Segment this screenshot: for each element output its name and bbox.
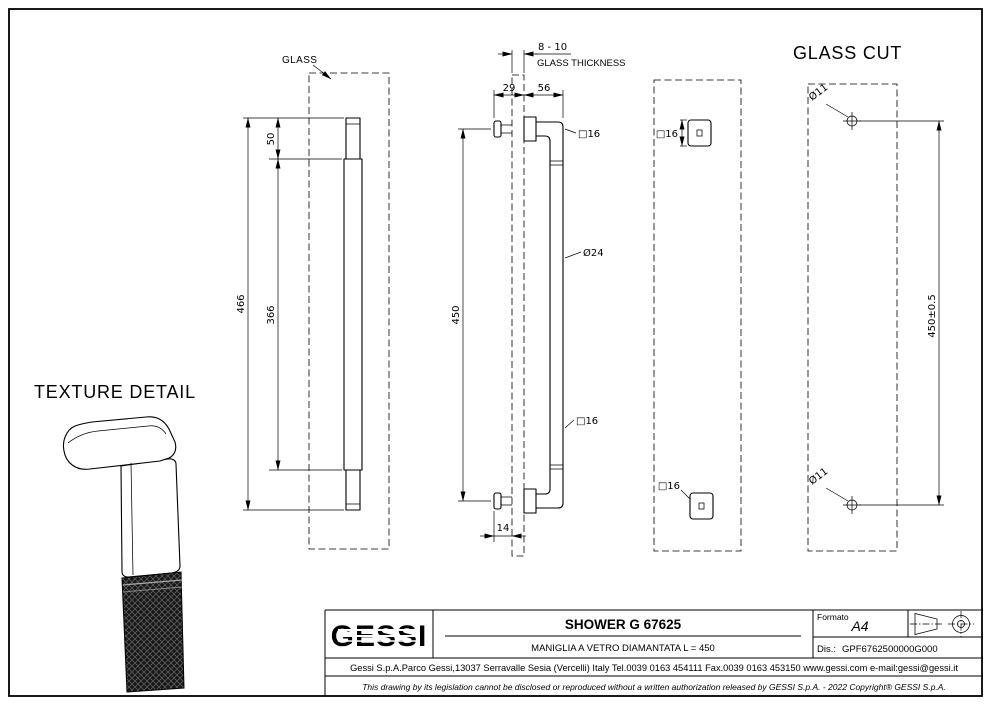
handle-vertical-arm-3d [120, 458, 181, 578]
front-view: 8 - 10 GLASS THICKNESS 29 56 450 14 □16 … [451, 42, 626, 557]
dim-50: 50 [266, 133, 277, 146]
glass-panel-outline [308, 72, 390, 550]
side-view-dimensions: 466 366 50 [236, 117, 344, 511]
dim-29: 29 [503, 83, 516, 94]
bottom-screw-cap [493, 492, 502, 510]
dim-square16-mid: □16 [576, 416, 598, 427]
gessi-logo: GESSI [331, 620, 427, 653]
product-description: MANIGLIA A VETRO DIAMANTATA L = 450 [531, 643, 715, 654]
glass-cut-heading: GLASS CUT [793, 43, 902, 63]
plate-top-hole [696, 129, 703, 137]
plate-view: □16 □16 [653, 79, 742, 552]
handle-bottom-section [345, 469, 361, 511]
legal-line: This drawing by its legislation cannot b… [362, 682, 946, 692]
knurled-grip-texture [121, 571, 185, 693]
handle-outer-contour [535, 121, 564, 509]
mounting-plate-top [687, 119, 712, 147]
front-view-dimensions: 8 - 10 GLASS THICKNESS 29 56 450 14 □16 … [451, 42, 626, 542]
handle-grip-section [343, 158, 363, 471]
dim-d11-top: Ø11 [807, 81, 831, 103]
formato-value: A4 [850, 618, 868, 634]
dim-8-10: 8 - 10 [538, 42, 567, 53]
company-line: Gessi S.p.A.Parco Gessi,13037 Serravalle… [350, 663, 958, 673]
top-screw-cap [493, 120, 502, 138]
dim-56: 56 [538, 83, 551, 94]
side-view: 466 366 50 [236, 72, 390, 550]
glass-thickness-label: GLASS THICKNESS [537, 58, 626, 69]
glass-callout: GLASS [282, 55, 332, 80]
dis-value: GPF6762500000G000 [842, 644, 938, 655]
texture-detail: TEXTURE DETAIL [34, 382, 196, 693]
top-flange [523, 116, 537, 142]
mounting-plate-bottom [689, 492, 714, 520]
drill-hole-top: Ø11 [807, 81, 861, 130]
dim-450: 450 [451, 305, 462, 324]
title-block: GESSI SHOWER G 67625 MANIGLIA A VETRO DI… [324, 609, 983, 696]
dim-d11-bottom: Ø11 [807, 465, 831, 487]
dim-450-tol: 450±0.5 [927, 294, 938, 337]
dim-d24: Ø24 [583, 247, 604, 259]
projection-cone-icon [914, 613, 938, 635]
drill-hole-bottom: Ø11 [807, 465, 861, 514]
bottom-flange [523, 488, 537, 514]
dim-square16-plate-top: □16 [656, 129, 678, 140]
dim-466: 466 [236, 294, 247, 313]
handle-horizontal-arm-3d [62, 416, 177, 470]
sheet-frame [8, 8, 983, 697]
projection-symbol [910, 611, 974, 637]
dim-14: 14 [497, 523, 510, 534]
dim-366: 366 [266, 305, 277, 324]
glass-panel-outline-2 [653, 79, 742, 552]
texture-detail-heading: TEXTURE DETAIL [34, 382, 196, 402]
glass-cut-view: GLASS CUT Ø11 Ø11 450±0.5 [793, 43, 944, 552]
dim-square16-top: □16 [578, 129, 600, 140]
texture-detail-sketch [62, 416, 185, 693]
title-block-grid [324, 609, 983, 696]
glass-label: GLASS [282, 55, 317, 66]
handle-inner-contour [535, 135, 551, 495]
product-code: SHOWER G 67625 [565, 617, 682, 632]
glass-section-outline [511, 74, 525, 557]
dim-square16-plate-bottom: □16 [658, 481, 680, 492]
formato-label: Formato [817, 612, 849, 622]
dis-label: Dis.: [817, 644, 836, 655]
plate-bottom-hole [698, 502, 705, 510]
glass-cut-outline [807, 83, 898, 552]
